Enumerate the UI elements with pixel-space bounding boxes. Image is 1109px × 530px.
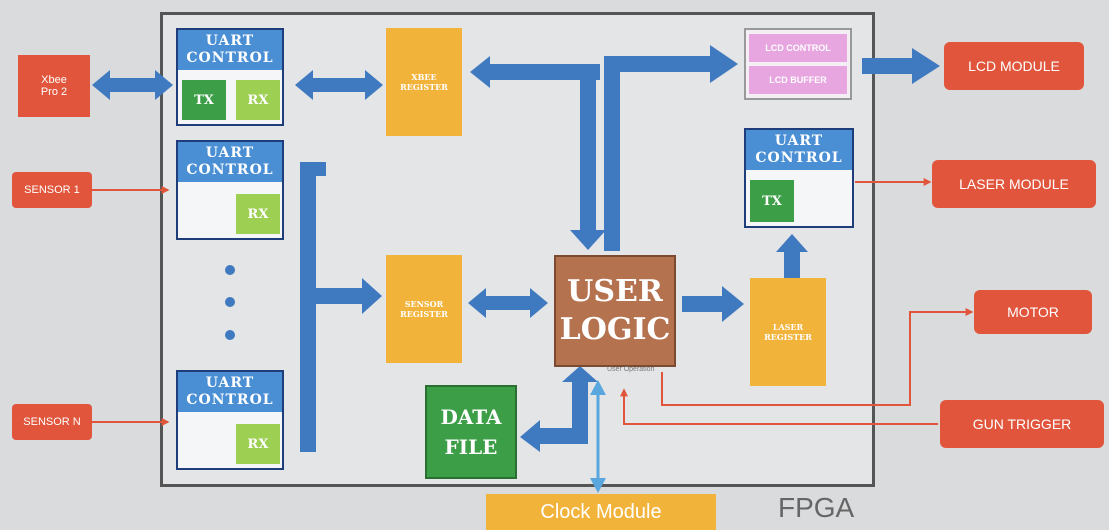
data-file-block: DATA FILE xyxy=(425,385,517,479)
user-logic-caption: User Operation xyxy=(607,366,654,373)
uart-control-laser: UART CONTROL TX xyxy=(744,128,854,228)
xbee-register: XBEE REGISTER xyxy=(386,28,462,136)
user-logic-block: USER LOGIC xyxy=(554,255,676,367)
uart-title: UART CONTROL xyxy=(178,372,282,412)
xbee-pro2-block: Xbee Pro 2 xyxy=(18,55,90,117)
laser-register: LASER REGISTER xyxy=(750,278,826,386)
xbee-uart-arrow xyxy=(92,70,173,100)
tx-block: TX xyxy=(182,80,226,120)
logic-datafile-top-arrow xyxy=(562,366,598,382)
motor-block: MOTOR xyxy=(974,290,1092,334)
uart-title: UART CONTROL xyxy=(178,142,282,182)
clock-module-block: Clock Module xyxy=(486,494,716,530)
lcd-group: LCD CONTROL LCD BUFFER xyxy=(744,28,852,100)
lcd-module-arrow xyxy=(862,48,940,84)
sensor1-block: SENSOR 1 xyxy=(12,172,92,208)
uart-title: UART CONTROL xyxy=(746,130,852,170)
rx-block: RX xyxy=(236,424,280,464)
sensor-register: SENSOR REGISTER xyxy=(386,255,462,363)
gun-trigger-line xyxy=(624,390,938,424)
sensorreg-logic-arrow xyxy=(468,288,548,318)
uart-xbeereg-arrow xyxy=(295,70,383,100)
lcd-buffer: LCD BUFFER xyxy=(749,66,847,94)
lcd-module-block: LCD MODULE xyxy=(944,42,1084,90)
gun-trigger-block: GUN TRIGGER xyxy=(940,400,1104,448)
uart-control-sensor1: UART CONTROL RX xyxy=(176,140,284,240)
bus-to-lcd-arrow xyxy=(710,45,738,83)
sensorN-block: SENSOR N xyxy=(12,404,92,440)
uart-control-xbee: UART CONTROL TX RX xyxy=(176,28,284,126)
rx-block: RX xyxy=(236,194,280,234)
laser-module-block: LASER MODULE xyxy=(932,160,1096,208)
tx-block: TX xyxy=(750,180,794,222)
rx-block: RX xyxy=(236,80,280,120)
lcd-control: LCD CONTROL xyxy=(749,34,847,62)
bus-to-logic-arrow xyxy=(570,230,606,250)
laserreg-uart-arrow xyxy=(776,234,808,252)
logic-laserreg-arrow xyxy=(682,286,744,322)
uart-title: UART CONTROL xyxy=(178,30,282,70)
uart-control-sensorN: UART CONTROL RX xyxy=(176,370,284,470)
